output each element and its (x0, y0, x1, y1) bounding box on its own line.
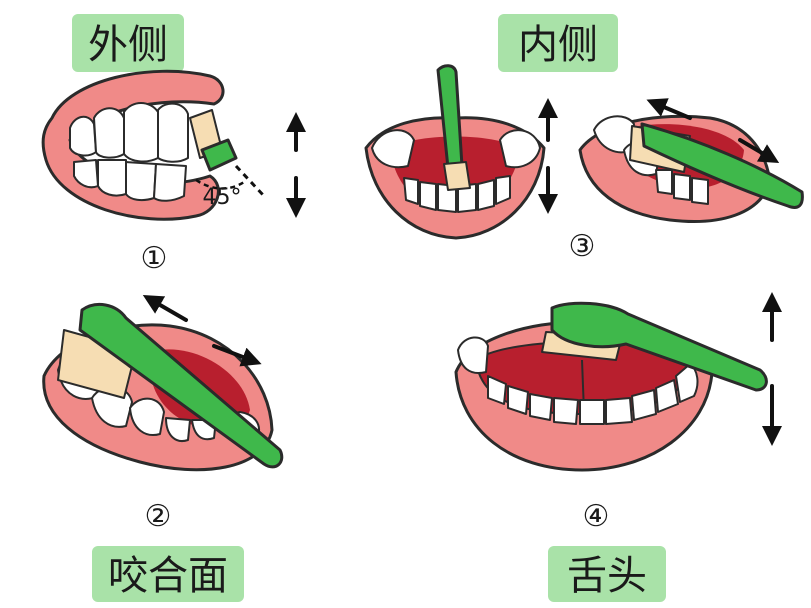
step-number-4: ④ (583, 499, 610, 534)
label-tongue: 舌头 (548, 546, 666, 602)
lower-front-teeth (371, 129, 541, 213)
label-chewing-text: 咬合面 (108, 553, 228, 599)
step-number-2: ② (145, 499, 172, 534)
panel-inner-side: ③ (569, 98, 804, 264)
angle-line (234, 164, 266, 198)
label-tongue-text: 舌头 (567, 553, 647, 599)
upper-side-teeth (593, 115, 709, 205)
toothbrush-outer (189, 109, 238, 172)
panel-tongue: ④ (454, 292, 782, 534)
arrow-left-chewing (142, 294, 188, 322)
arrow-right-inner (738, 138, 780, 164)
step-number-1: ① (141, 241, 168, 276)
label-inner-text: 内侧 (518, 22, 598, 68)
step-number-3: ③ (569, 229, 596, 264)
panel-chewing-surface: ② (42, 294, 284, 534)
label-outer-text: 外侧 (88, 22, 168, 68)
arrow-right-chewing (212, 344, 262, 367)
toothbrush-chewing (57, 302, 284, 469)
angle-label: 45° (203, 185, 242, 210)
label-outer: 外侧 (72, 14, 184, 72)
angle-arc (195, 178, 245, 190)
lower-teeth-tongue (457, 336, 699, 425)
arrow-left-inner (646, 98, 692, 120)
toothbrush-side (629, 122, 804, 209)
toothbrush-vertical (436, 64, 471, 191)
upper-teeth (69, 102, 189, 163)
label-inner: 内侧 (498, 14, 618, 72)
panel-outer-surface: 45° ① (41, 69, 306, 276)
lower-teeth (73, 159, 187, 202)
toothbrush-tongue (541, 301, 768, 392)
label-chewing: 咬合面 (92, 546, 244, 602)
panel-inner-front (364, 64, 558, 240)
